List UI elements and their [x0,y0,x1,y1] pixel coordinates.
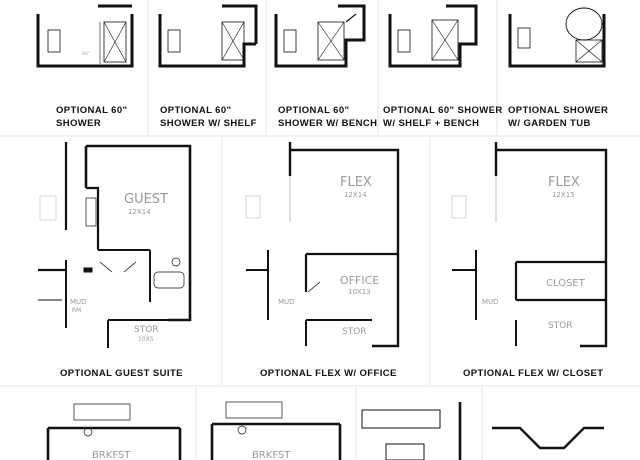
caption-line: W/ SHELF + BENCH [383,118,480,129]
plan-opt-garden-tub [508,7,606,68]
caption-line: OPTIONAL 60" SHOWER [383,105,503,116]
caption-opt60-shelf-bench: OPTIONAL 60" SHOWER W/ SHELF + BENCH [383,104,503,130]
plan-opt60-shelf [158,4,258,68]
caption-opt60-shelf: OPTIONAL 60" SHOWER W/ SHELF [160,104,257,130]
guest-dim: 12X14 [128,208,151,216]
caption-guest-suite: OPTIONAL GUEST SUITE [60,368,183,379]
mud-label: MUD [70,298,87,306]
flex-dim-b: 12X15 [552,191,575,199]
plan-flex-office [245,142,400,348]
plan-opt60-shelf-bench [388,4,478,68]
plan-opt60-shower [36,4,134,68]
flex-dim-a: 12X14 [344,191,367,199]
caption-opt60-bench: OPTIONAL 60" SHOWER W/ BENCH [278,104,377,130]
closet-label: CLOSET [546,278,586,289]
plan-bottom-row [46,401,604,460]
caption-line: OPTIONAL 60" [278,105,350,116]
stor-dim: 10X5 [138,336,154,343]
caption-line: SHOWER W/ SHELF [160,118,257,129]
guest-label: GUEST [124,192,168,207]
plan-opt60-bench [274,4,366,68]
caption-line: SHOWER [56,118,102,129]
caption-line: OPTIONAL SHOWER [508,105,609,116]
caption-opt-garden-tub: OPTIONAL SHOWER W/ GARDEN TUB [508,104,608,130]
stor-label: STOR [134,325,159,335]
caption-opt60-shower: OPTIONAL 60" SHOWER [56,104,127,130]
plan-guest-suite [38,142,192,348]
mud-label-b: MUD [278,298,295,306]
office-dim: 10X13 [348,288,371,296]
caption-line: OPTIONAL 60" [56,105,128,116]
mud-label-c: MUD [482,298,499,306]
caption-line: SHOWER W/ BENCH [278,118,378,129]
plan-flex-closet [451,142,608,348]
stor-label-c: STOR [548,321,573,331]
caption-flex-office: OPTIONAL FLEX W/ OFFICE [260,368,397,379]
caption-flex-closet: OPTIONAL FLEX W/ CLOSET [463,368,604,379]
shower-note: 60" [82,51,90,57]
stor-label-b: STOR [342,327,367,337]
caption-line: W/ GARDEN TUB [508,118,591,129]
office-label: OFFICE [340,274,379,287]
flex-label-b: FLEX [548,175,580,190]
bfst-label-b: BRKFST [252,450,291,460]
flex-label-a: FLEX [340,175,372,190]
caption-line: OPTIONAL 60" [160,105,232,116]
bfst-label-a: BRKFST [92,450,131,460]
mud-label2: RM [72,307,81,314]
